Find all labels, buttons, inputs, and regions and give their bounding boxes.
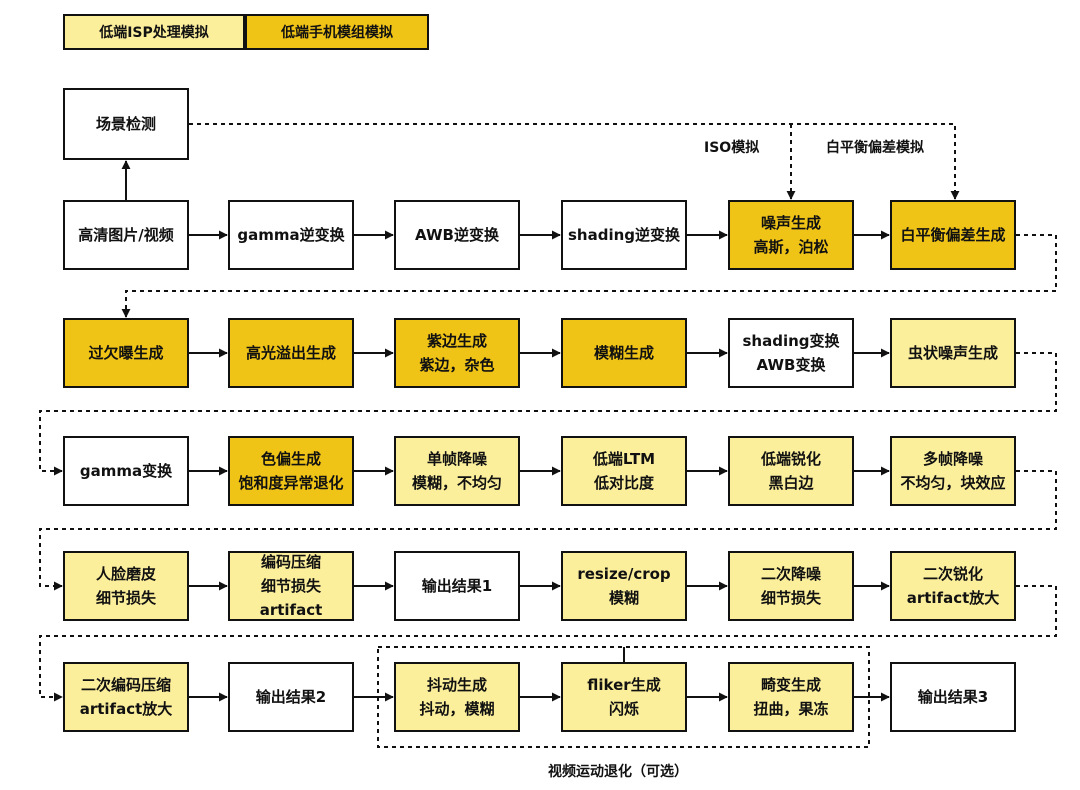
- node-text: resize/crop: [577, 565, 671, 583]
- node-text: 高斯，泊松: [753, 238, 829, 256]
- node-text: 人脸磨皮: [95, 565, 156, 583]
- node-codec: 编码压缩细节损失artifact: [228, 551, 354, 621]
- node-text: 闪烁: [608, 700, 639, 718]
- node-text: 输出结果3: [917, 688, 989, 706]
- node-text: shading变换: [742, 332, 840, 350]
- node-color: 色偏生成饱和度异常退化: [228, 436, 354, 506]
- node-text: 编码压缩: [260, 553, 321, 571]
- node-text: 饱和度异常退化: [238, 474, 344, 492]
- node-ltm: 低端LTM 低对比度: [561, 436, 687, 506]
- dotted-wrap-multi_dn-face: [39, 470, 1057, 591]
- legend-item-1: 低端ISP处理模拟: [63, 14, 245, 50]
- node-sharpen: 低端锐化黑白边: [728, 436, 854, 506]
- node-text: gamma变换: [79, 462, 173, 480]
- node-text: 二次锐化: [922, 565, 983, 583]
- node-text: fliker生成: [587, 676, 661, 694]
- node-text: 场景检测: [95, 115, 156, 133]
- node-text: 高光溢出生成: [245, 344, 336, 362]
- node-distort: 畸变生成扭曲，果冻: [728, 662, 854, 732]
- node-gamma_inv: gamma逆变换: [228, 200, 354, 270]
- node-codec2: 二次编码压缩 artifact放大: [63, 662, 189, 732]
- node-text: 抖动生成: [426, 676, 487, 694]
- node-text: 低对比度: [593, 474, 654, 492]
- node-text: 高清图片/视频: [78, 226, 174, 244]
- node-text: 二次编码压缩: [80, 676, 171, 694]
- video-group-label: 视频运动退化（可选）: [548, 764, 688, 780]
- node-text: shading逆变换: [567, 226, 681, 244]
- node-scene: 场景检测: [63, 88, 189, 160]
- node-text: 虫状噪声生成: [907, 344, 998, 362]
- node-shading_inv: shading逆变换: [561, 200, 687, 270]
- node-text: 二次降噪: [760, 565, 821, 583]
- node-out3: 输出结果3: [890, 662, 1016, 732]
- node-text: 紫边，杂色: [419, 356, 495, 374]
- node-multi_dn: 多帧降噪不均匀，块效应: [890, 436, 1016, 506]
- node-fringe: 紫边生成紫边，杂色: [394, 318, 520, 388]
- node-single_dn: 单帧降噪模糊，不均匀: [394, 436, 520, 506]
- node-text: AWB变换: [756, 356, 826, 374]
- dotted-wrap-wb_gen-exposure: [121, 234, 1057, 318]
- node-text: 色偏生成: [260, 450, 321, 468]
- node-text: artifact放大: [906, 589, 1000, 607]
- iso-label: ISO模拟: [704, 140, 760, 156]
- node-text: 噪声生成: [760, 214, 821, 232]
- node-awb_inv: AWB逆变换: [394, 200, 520, 270]
- node-text: artifact放大: [79, 700, 173, 718]
- node-worm: 虫状噪声生成: [890, 318, 1016, 388]
- node-hd: 高清图片/视频: [63, 200, 189, 270]
- node-text: 模糊，不均匀: [411, 474, 502, 492]
- node-exposure: 过欠曝生成: [63, 318, 189, 388]
- node-out1: 输出结果1: [394, 551, 520, 621]
- node-shading_awb: shading变换 AWB变换: [728, 318, 854, 388]
- node-text: 细节损失artifact: [259, 577, 323, 619]
- node-text: 输出结果2: [255, 688, 327, 706]
- node-text: 白平衡偏差生成: [900, 226, 1006, 244]
- node-text: 畸变生成: [760, 676, 821, 694]
- node-gamma: gamma变换: [63, 436, 189, 506]
- dotted-scene-main: [189, 123, 960, 200]
- node-text: gamma逆变换: [237, 226, 345, 244]
- node-shake: 抖动生成抖动，模糊: [394, 662, 520, 732]
- node-text: 不均匀，块效应: [900, 474, 1006, 492]
- node-flicker: fliker生成闪烁: [561, 662, 687, 732]
- node-sharp2: 二次锐化 artifact放大: [890, 551, 1016, 621]
- node-text: 低端锐化: [760, 450, 821, 468]
- node-face: 人脸磨皮细节损失: [63, 551, 189, 621]
- node-text: 过欠曝生成: [88, 344, 164, 362]
- node-text: 细节损失: [760, 589, 821, 607]
- dotted-wrap-worm-gamma: [39, 352, 1057, 476]
- node-text: 模糊生成: [593, 344, 654, 362]
- node-wb_gen: 白平衡偏差生成: [890, 200, 1016, 270]
- node-text: 黑白边: [768, 474, 814, 492]
- node-text: 紫边生成: [426, 332, 487, 350]
- legend-item-2: 低端手机模组模拟: [245, 14, 429, 50]
- video-group-box: [377, 646, 870, 748]
- node-highlight: 高光溢出生成: [228, 318, 354, 388]
- node-dn2: 二次降噪细节损失: [728, 551, 854, 621]
- node-text: 低端LTM: [592, 450, 656, 468]
- node-text: 细节损失: [95, 589, 156, 607]
- node-text: 多帧降噪: [922, 450, 983, 468]
- node-out2: 输出结果2: [228, 662, 354, 732]
- node-blur: 模糊生成: [561, 318, 687, 388]
- node-noise: 噪声生成高斯，泊松: [728, 200, 854, 270]
- wb-label: 白平衡偏差模拟: [826, 140, 924, 156]
- node-text: 单帧降噪: [426, 450, 487, 468]
- dotted-wrap-sharp2-codec2: [39, 585, 1057, 702]
- node-text: AWB逆变换: [415, 226, 499, 244]
- node-text: 模糊: [608, 589, 639, 607]
- node-text: 扭曲，果冻: [753, 700, 829, 718]
- node-text: 输出结果1: [421, 577, 493, 595]
- node-text: 抖动，模糊: [419, 700, 495, 718]
- node-resize: resize/crop 模糊: [561, 551, 687, 621]
